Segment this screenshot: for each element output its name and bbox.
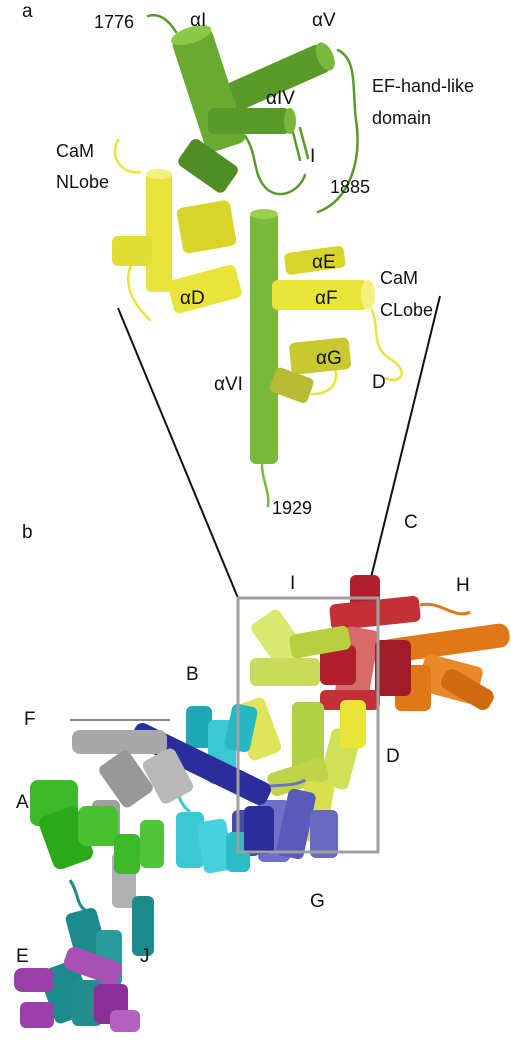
helix-aV-label: αV xyxy=(312,10,336,31)
chain-label-H: H xyxy=(456,575,470,596)
helix-aI-label: αI xyxy=(190,10,206,31)
chain-label-C: C xyxy=(404,512,418,533)
helix-clobe-lower xyxy=(269,367,314,403)
residue-start-label: 1776 xyxy=(94,12,134,32)
helix-aF-label: αF xyxy=(315,288,338,309)
helix-aVI-label: αVI xyxy=(214,374,243,395)
helix-aG xyxy=(289,337,352,375)
helix-aIV xyxy=(208,108,296,134)
ef-hand-label-line1: EF-hand-like xyxy=(372,76,474,96)
helix-aIV-label: αIV xyxy=(266,88,295,109)
helix-nlobe-2 xyxy=(176,200,237,254)
helix-aD-label: αD xyxy=(180,288,205,309)
helix-aF xyxy=(272,280,375,310)
helix-aD xyxy=(167,264,242,314)
helix-nlobe-3 xyxy=(112,236,152,266)
panel-a-labels: 1776 αI αV EF-hand-like domain αIV CaM N… xyxy=(56,10,474,518)
panel-b-chain-labels: C I H B F D A G E J xyxy=(16,512,470,967)
loop-c-terminus xyxy=(260,463,270,508)
panel-a-helices xyxy=(112,25,375,464)
loop-nlobe-left xyxy=(113,138,152,322)
chain-label-I: I xyxy=(290,573,295,594)
strand-I-label: I xyxy=(310,146,315,167)
helix-aE-label: αE xyxy=(312,252,336,273)
strand-D-label: D xyxy=(372,372,386,393)
panel-b-label: b xyxy=(22,522,33,543)
panel-a-label: a xyxy=(22,1,33,22)
helix-green-short xyxy=(178,139,238,193)
helix-aVI xyxy=(250,209,278,464)
cam-clobe-label-line1: CaM xyxy=(380,268,418,288)
loop-n-terminus xyxy=(146,13,178,34)
connector-right xyxy=(365,295,441,599)
connector-left xyxy=(117,307,239,599)
chain-label-E: E xyxy=(16,946,29,967)
chain-label-F: F xyxy=(24,709,36,730)
helix-nlobe-1 xyxy=(146,169,172,292)
panel-b: b xyxy=(14,512,510,1032)
zoom-box xyxy=(236,596,380,854)
cam-clobe-label-line2: CLobe xyxy=(380,300,433,320)
chain-label-A: A xyxy=(16,792,29,813)
zoom-connector-lines xyxy=(117,295,441,599)
residue-end-label: 1929 xyxy=(272,498,312,518)
chain-label-G: G xyxy=(310,891,325,912)
chain-label-D: D xyxy=(386,746,400,767)
cam-nlobe-label-line1: CaM xyxy=(56,141,94,161)
chain-A xyxy=(30,780,164,874)
loop-central xyxy=(238,128,307,196)
chain-label-J: J xyxy=(140,946,150,967)
chain-E xyxy=(14,947,140,1032)
ef-hand-label-line2: domain xyxy=(372,108,431,128)
helix-aE xyxy=(284,245,346,275)
helix-aG-label: αG xyxy=(316,348,342,369)
panel-a-loops xyxy=(113,13,403,508)
residue-mid-label: 1885 xyxy=(330,177,370,197)
loop-strand-I xyxy=(290,126,310,162)
loop-av-right xyxy=(316,48,359,214)
cam-nlobe-label-line2: NLobe xyxy=(56,172,109,192)
chain-label-B: B xyxy=(186,664,199,685)
panel-a: a xyxy=(22,1,474,518)
